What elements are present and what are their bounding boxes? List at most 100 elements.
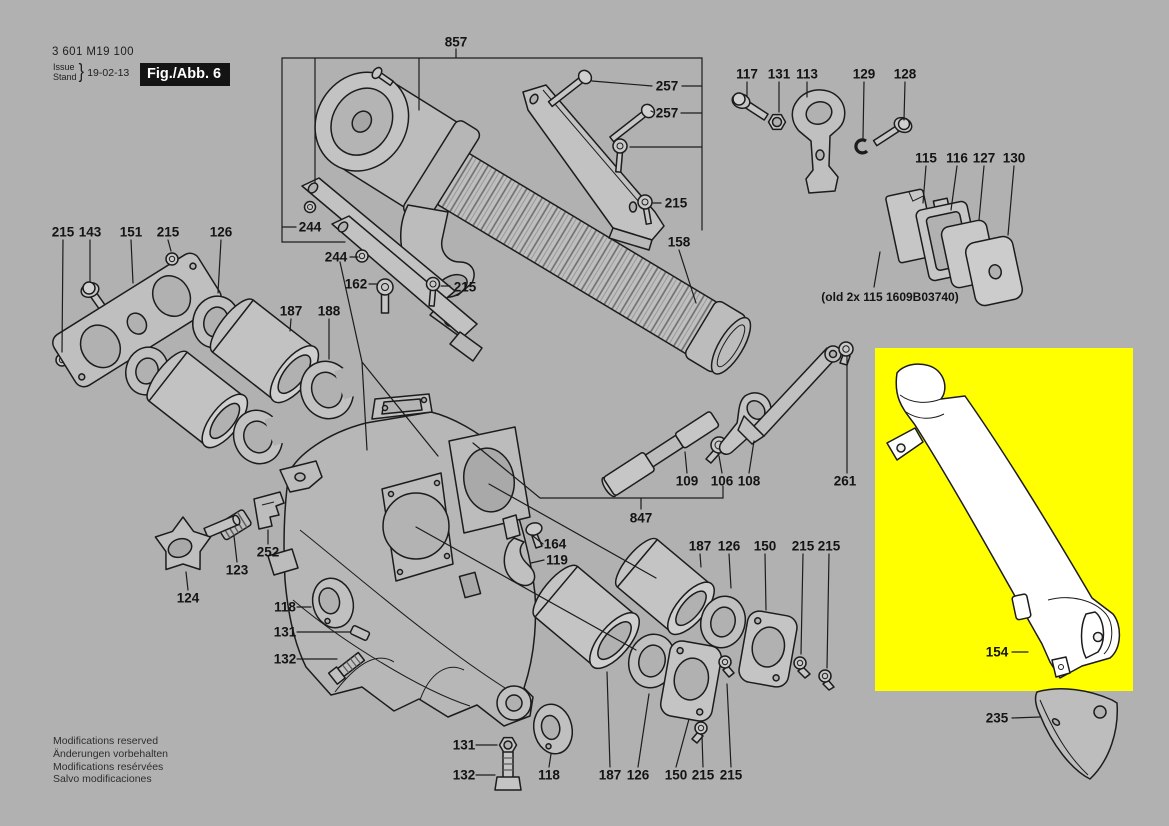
disc-118-bottom	[532, 703, 574, 755]
part-label-131-30: 131	[274, 625, 297, 640]
part-label-126-50: 126	[627, 768, 650, 783]
part-label-118-29: 118	[274, 600, 296, 615]
roller-set-mid	[614, 537, 835, 691]
notice-line-es: Salvo modificaciones	[53, 773, 152, 786]
part-label-257-1: 257	[656, 79, 679, 94]
part-label-117-5: 117	[736, 67, 758, 82]
screw-244-b	[355, 249, 369, 263]
locking-shaft-group	[601, 341, 854, 498]
screw-261	[838, 341, 854, 366]
nut-131-bottom	[498, 736, 518, 754]
part-label-130-13: 130	[1003, 151, 1026, 166]
roller-187-l1	[209, 298, 320, 404]
part-label-215-18: 215	[157, 225, 180, 240]
bolt-128	[872, 116, 913, 147]
note-old-part: (old 2x 115 1609B03740)	[821, 290, 958, 304]
part-label-164-32: 164	[544, 537, 567, 552]
part-label-857-0: 857	[445, 35, 468, 50]
part-label-128-9: 128	[894, 67, 917, 82]
part-label-132-47: 132	[453, 768, 476, 783]
pin-131-upper	[349, 625, 371, 641]
part-label-215-52: 215	[692, 768, 715, 783]
star-knob-124	[154, 514, 241, 571]
clamp-group	[731, 89, 913, 194]
plate-151	[52, 252, 222, 388]
part-label-108-36: 108	[738, 474, 761, 489]
leader-lines	[61, 48, 1041, 776]
bolt-257-a	[547, 69, 593, 108]
part-label-162-24: 162	[345, 277, 368, 292]
part-label-126-19: 126	[210, 225, 233, 240]
part-label-127-12: 127	[973, 151, 996, 166]
part-label-187-20: 187	[280, 304, 303, 319]
gasket-150-bottom	[659, 640, 723, 722]
brace-glyph: }	[78, 61, 84, 83]
motor-assembly	[314, 66, 481, 299]
part-label-150-41: 150	[754, 539, 777, 554]
part-label-154-44: 154	[986, 645, 1009, 660]
part-label-118-48: 118	[538, 768, 560, 783]
roller-187-mid	[614, 537, 715, 636]
bolt-132-bottom	[494, 751, 522, 791]
part-label-116-11: 116	[946, 151, 968, 166]
part-label-158-4: 158	[668, 235, 691, 250]
clip-188-b	[232, 409, 293, 465]
figure-badge: Fig./Abb. 6	[140, 63, 231, 86]
part-label-150-51: 150	[665, 768, 688, 783]
bolt-257-b	[609, 103, 656, 143]
screw-164	[525, 522, 543, 549]
part-label-215-15: 215	[52, 225, 75, 240]
roller-set-bottom	[494, 564, 735, 791]
gear-housing	[267, 393, 537, 727]
modification-notice: Modifications reserved Änderungen vorbeh…	[53, 735, 168, 786]
bolt-132-upper	[327, 651, 366, 685]
part-label-847-38: 847	[630, 511, 653, 526]
nut-131-top	[767, 113, 787, 131]
issue-date: 19-02-13	[87, 66, 130, 79]
part-label-124-28: 124	[177, 591, 200, 606]
part-label-187-49: 187	[599, 768, 622, 783]
lower-guard-235	[1034, 687, 1119, 780]
part-label-257-2: 257	[656, 106, 679, 121]
part-label-129-8: 129	[853, 67, 876, 82]
roller-187-bottom	[532, 564, 640, 670]
screw-215-mid	[425, 276, 441, 307]
roller-187-l2	[146, 350, 249, 449]
part-label-244-22: 244	[299, 220, 322, 235]
adjustment-parts	[154, 491, 543, 685]
part-label-106-35: 106	[711, 474, 734, 489]
screw-215-l2	[165, 252, 179, 266]
part-label-119-33: 119	[546, 553, 568, 568]
screw-215-b1	[691, 721, 708, 744]
stand-label: Stand	[53, 71, 77, 82]
part-label-244-23: 244	[325, 250, 348, 265]
part-label-131-46: 131	[453, 738, 476, 753]
screw-244-a	[303, 200, 317, 214]
fork-link	[737, 345, 842, 445]
issue-label: Issue	[53, 62, 75, 72]
damper-parts-left	[52, 252, 366, 465]
part-label-261-37: 261	[834, 474, 857, 489]
eclip-129	[854, 138, 869, 155]
part-label-123-27: 123	[226, 563, 249, 578]
screw-215-b2	[718, 655, 735, 678]
screw-215-top	[612, 138, 628, 173]
notice-line-en: Modifications reserved	[53, 735, 159, 747]
screw-215-m1	[793, 656, 811, 679]
latch-252	[253, 491, 285, 530]
pad-130	[964, 235, 1024, 307]
chute-154-highlighted	[886, 363, 1121, 679]
screw-162	[376, 278, 394, 314]
part-label-143-16: 143	[79, 225, 102, 240]
mounting-bracket-857	[522, 69, 665, 251]
product-code: 3 601 M19 100	[52, 46, 134, 58]
part-label-188-21: 188	[318, 304, 341, 319]
bolt-117	[731, 92, 769, 121]
screw-215-top2	[637, 194, 653, 225]
screw-above-motor	[371, 66, 394, 87]
gasket-150-mid	[738, 610, 798, 688]
support-brackets	[301, 177, 483, 362]
